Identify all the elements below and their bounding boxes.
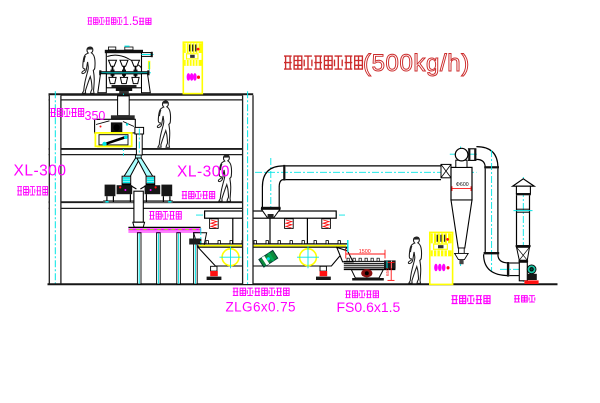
svg-text:XL-300: XL-300: [14, 162, 67, 179]
svg-text:1500: 1500: [359, 249, 371, 255]
svg-text:ZLG6x0.75: ZLG6x0.75: [226, 300, 296, 315]
svg-text:650: 650: [385, 268, 390, 276]
svg-text:1.5: 1.5: [123, 16, 139, 28]
svg-text:(500kg/h): (500kg/h): [363, 50, 470, 77]
svg-text:350: 350: [85, 109, 106, 123]
svg-text:FS0.6x1.5: FS0.6x1.5: [337, 299, 401, 315]
svg-text:Φ600: Φ600: [456, 182, 469, 188]
svg-text:XL-300: XL-300: [177, 164, 230, 181]
